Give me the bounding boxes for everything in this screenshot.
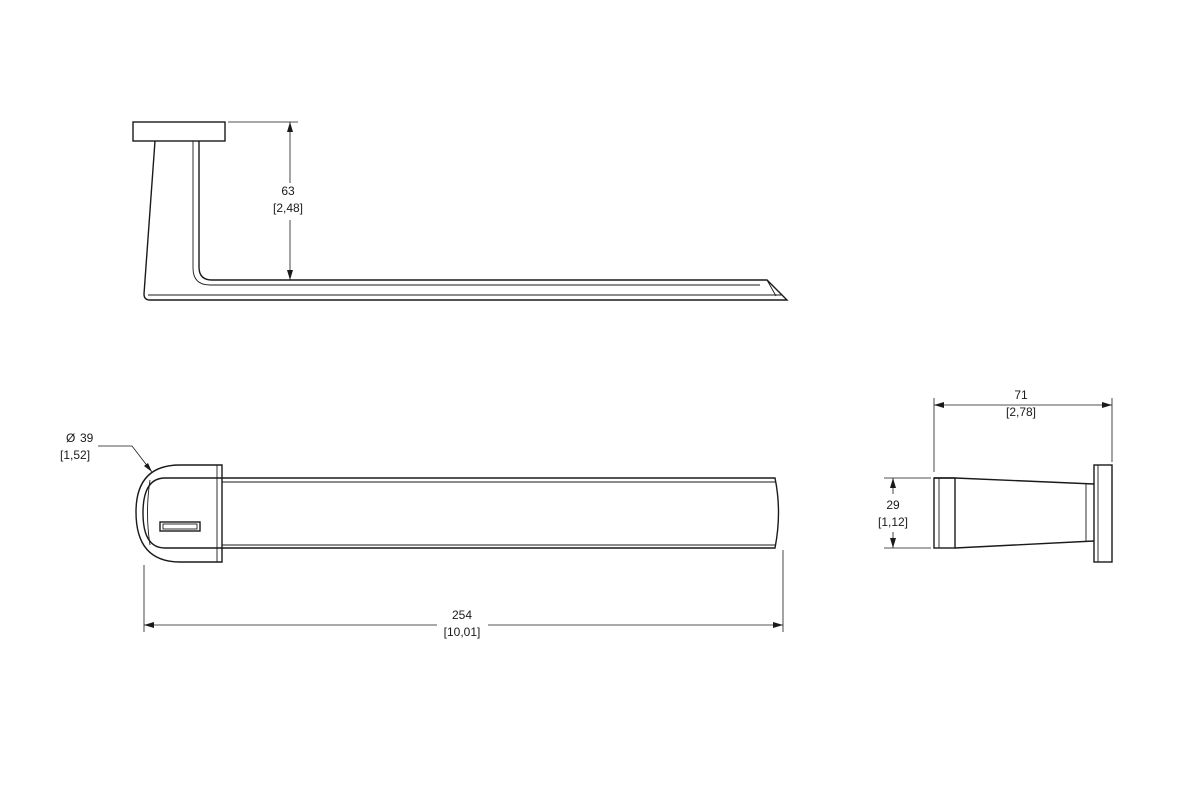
logo-plate (159, 521, 201, 532)
dim-diameter-inch: [1,52] (60, 448, 90, 462)
dim-depth-inch: [2,78] (1006, 405, 1036, 419)
dim-diameter-leader (98, 445, 153, 473)
end-view-taper (934, 477, 1095, 549)
side-view-arm-inner-line (192, 141, 760, 286)
dim-thickness-mm: 29 (886, 498, 900, 512)
dim-length-inch: [10,01] (444, 625, 481, 639)
side-view-arm-outline (143, 140, 789, 301)
dim-diameter-symbol: Ø (66, 431, 75, 445)
dim-length-arrow-right (773, 622, 783, 628)
dim-diameter-mm: 39 (80, 431, 94, 445)
dim-depth-arrow-right (1102, 402, 1112, 408)
dim-thickness-arrow-bottom (890, 538, 896, 548)
dim-height-mm: 63 (281, 184, 295, 198)
top-view-bar-end-curve (147, 479, 151, 546)
dim-diameter-arrow (144, 463, 152, 472)
dim-length-mm: 254 (452, 608, 472, 622)
logo-plate-inner (162, 523, 198, 530)
dim-height-inch: [2,48] (273, 201, 303, 215)
end-view-arm-end (933, 477, 956, 549)
dim-depth-mm: 71 (1014, 388, 1028, 402)
dim-height-arrow-top (287, 122, 293, 132)
dim-length-arrow-left (144, 622, 154, 628)
dim-depth-arrow-left (934, 402, 944, 408)
dim-height-arrow-bottom (287, 270, 293, 280)
side-view-arm-tip-line (766, 279, 777, 297)
side-view-wall-plate (132, 121, 226, 142)
side-view: 63 [2,48] (132, 121, 789, 301)
end-view: 71 [2,78] 29 [1,12] (878, 388, 1113, 563)
end-view-wall-plate (1093, 464, 1113, 563)
top-view-round-base (135, 464, 223, 563)
top-view: Ø 39 [1,52] 254 [10,01] (60, 431, 784, 639)
dim-thickness-arrow-top (890, 478, 896, 488)
top-view-bar (142, 477, 780, 549)
dim-thickness-inch: [1,12] (878, 515, 908, 529)
